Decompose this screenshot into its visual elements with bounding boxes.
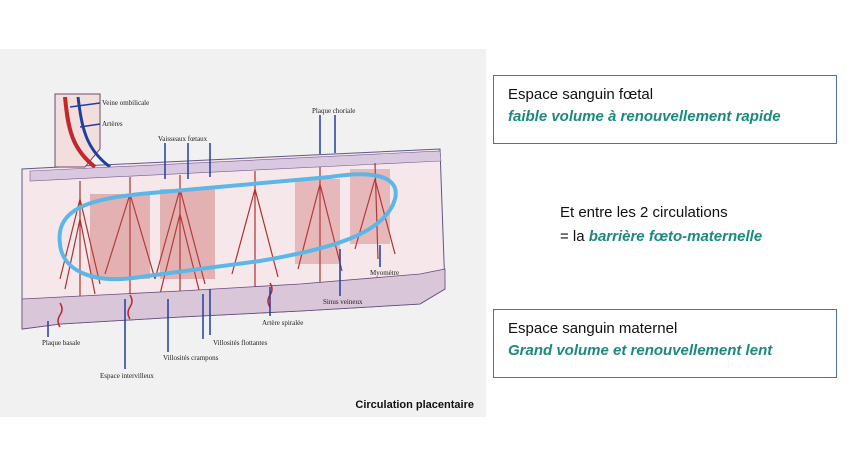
label-plaque-basale: Plaque basale [42,339,80,347]
spiral-artery-2 [127,294,133,320]
maternal-box-title: Espace sanguin maternel [508,320,678,337]
barrier-highlight: barrière fœto-maternelle [588,228,763,245]
label-lines [47,102,381,369]
label-espace-intervilleux: Espace intervilleux [100,372,154,380]
label-plaque-choriale: Plaque choriale [312,107,355,115]
diagram-panel: Veine ombilicale Artères Vaisseaux fœtau… [0,49,486,417]
fetal-blood-space-box: Espace sanguin fœtal faible volume à ren… [493,75,837,144]
barrier-note: Et entre les 2 circulations = la barrièr… [560,201,762,249]
fetal-box-title: Espace sanguin fœtal [508,86,654,103]
maternal-box-desc: Grand volume et renouvellement lent [508,342,773,359]
label-myometre: Myomètre [370,269,399,277]
barrier-line2: = la barrière fœto-maternelle [560,225,762,249]
umbilical-cord [54,93,101,168]
label-villosites-crampons: Villosités crampons [163,354,219,362]
label-sinus-veineux: Sinus veineux [323,298,363,306]
villi-trees [59,162,396,299]
label-arteres: Artères [102,120,123,128]
barrier-prefix: = la [560,228,589,245]
cord-vein [63,96,97,169]
label-artere-spiralee: Artère spiralée [262,319,303,327]
placenta-diagram: Veine ombilicale Artères Vaisseaux fœtau… [21,93,446,380]
label-veine-ombilicale: Veine ombilicale [102,99,149,107]
chorionic-plate [29,150,442,182]
intervillous-highlight-loop [57,172,398,282]
label-vaisseaux-foetaux: Vaisseaux fœtaux [158,135,208,143]
diagram-caption: Circulation placentaire [355,399,474,411]
barrier-line1: Et entre les 2 circulations [560,204,728,221]
spiral-artery-1 [57,302,63,328]
maternal-blood-space-box: Espace sanguin maternel Grand volume et … [493,309,837,378]
fetal-box-desc: faible volume à renouvellement rapide [508,108,781,125]
label-villosites-flottantes: Villosités flottantes [213,339,267,347]
